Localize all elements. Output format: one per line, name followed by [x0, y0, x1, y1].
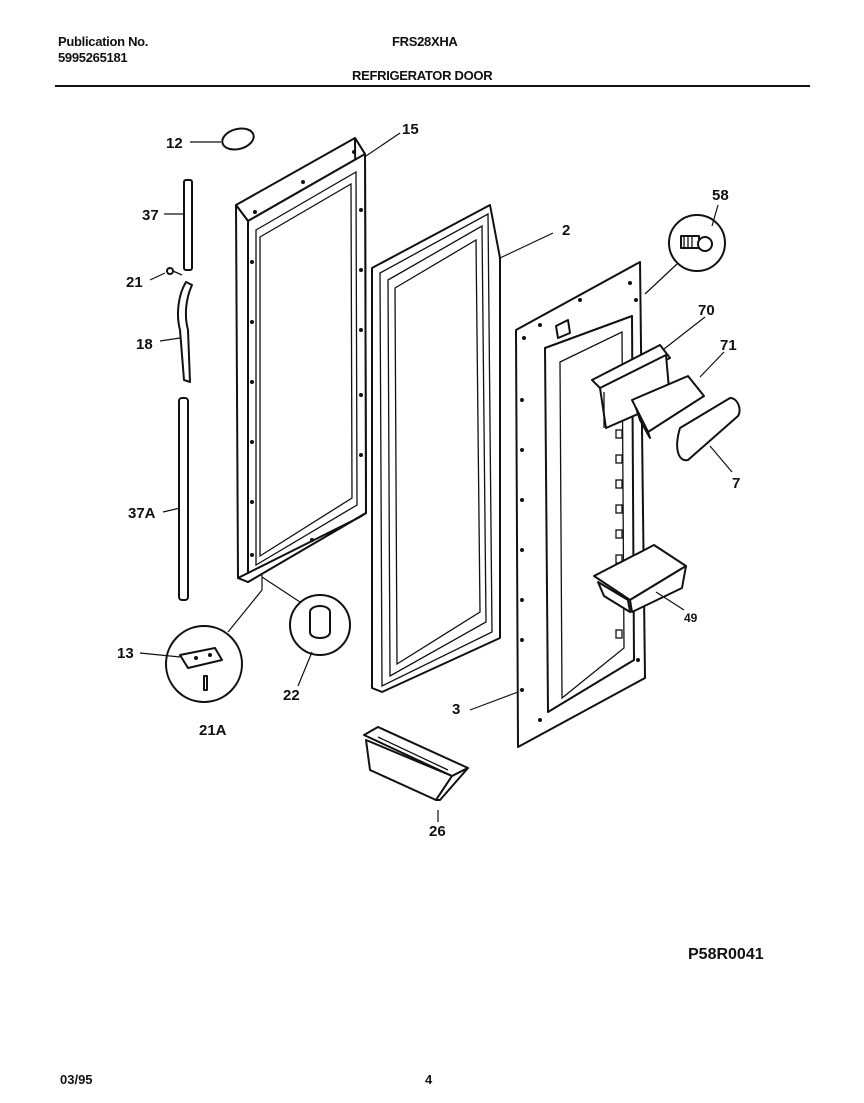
part-71-dairy-door [631, 351, 725, 439]
callout-58: 58 [712, 187, 729, 204]
callout-71: 71 [720, 337, 737, 354]
callout-37: 37 [142, 207, 159, 224]
page-number: 4 [425, 1072, 433, 1087]
model-number: FRS28XHA [392, 34, 458, 49]
callout-2: 2 [562, 222, 570, 239]
callout-12: 12 [166, 135, 183, 152]
callout-37a: 37A [128, 505, 156, 522]
part-7-trim [676, 397, 741, 473]
callout-7: 7 [732, 475, 740, 492]
header-divider [55, 85, 810, 87]
part-22-spacer-detail [261, 576, 351, 687]
callout-26: 26 [429, 823, 446, 840]
publication-number: 5995265181 [58, 50, 128, 65]
callout-22: 22 [283, 687, 300, 704]
callout-21a: 21A [199, 722, 227, 739]
part-49-door-bin [593, 544, 687, 613]
publication-label: Publication No. [58, 34, 149, 49]
part-26-bin [363, 726, 469, 822]
callout-13: 13 [117, 645, 134, 662]
part-15-door-frame [235, 132, 401, 583]
callout-15: 15 [402, 121, 419, 138]
part-18-handle-bracket [159, 281, 193, 383]
part-37-upper-handle [164, 179, 193, 271]
callout-18: 18 [136, 336, 153, 353]
callout-70: 70 [698, 302, 715, 319]
callout-21: 21 [126, 274, 143, 291]
part-12-plug [190, 127, 255, 151]
part-13-hinge-detail [139, 575, 263, 703]
part-58-screw-detail [644, 204, 726, 295]
callout-49: 49 [684, 611, 698, 625]
part-21-screw [149, 267, 183, 281]
part-37a-lower-handle [162, 397, 189, 601]
footer-date: 03/95 [60, 1072, 93, 1087]
callout-3: 3 [452, 701, 460, 718]
part-2-gasket [371, 204, 554, 693]
section-title: REFRIGERATOR DOOR [352, 68, 493, 83]
drawing-code: P58R0041 [688, 946, 764, 963]
